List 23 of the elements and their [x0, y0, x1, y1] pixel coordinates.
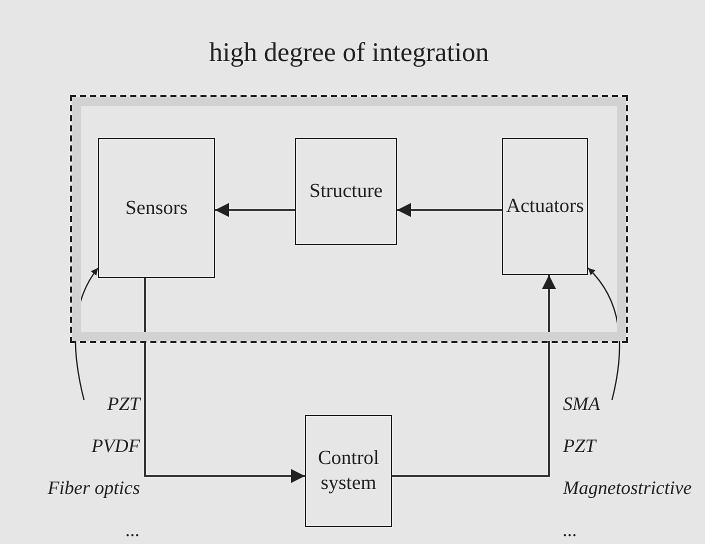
process-box	[295, 138, 397, 245]
material-note: Fiber optics	[46, 477, 140, 501]
group-title: high degree of integration	[209, 37, 489, 68]
box-label: Control system	[316, 446, 380, 496]
arrow	[215, 203, 295, 217]
arrow	[397, 203, 502, 217]
process-box	[502, 138, 588, 275]
material-note: Magnetostrictive	[563, 477, 693, 501]
arrow	[144, 278, 305, 483]
material-note: PZT	[106, 393, 140, 417]
box-label: Sensors	[125, 196, 188, 220]
box-label: Actuators	[506, 194, 584, 219]
process-box	[98, 138, 215, 278]
material-note: ...	[563, 519, 578, 543]
process-box	[305, 415, 392, 527]
box-label: Structure	[309, 179, 383, 204]
material-note: SMA	[563, 393, 601, 417]
curved-arrow	[74, 268, 99, 400]
material-note: ...	[124, 519, 140, 543]
arrow	[392, 275, 556, 477]
material-note: PVDF	[90, 435, 140, 459]
material-note: PZT	[563, 435, 598, 459]
curved-arrow	[588, 268, 620, 400]
